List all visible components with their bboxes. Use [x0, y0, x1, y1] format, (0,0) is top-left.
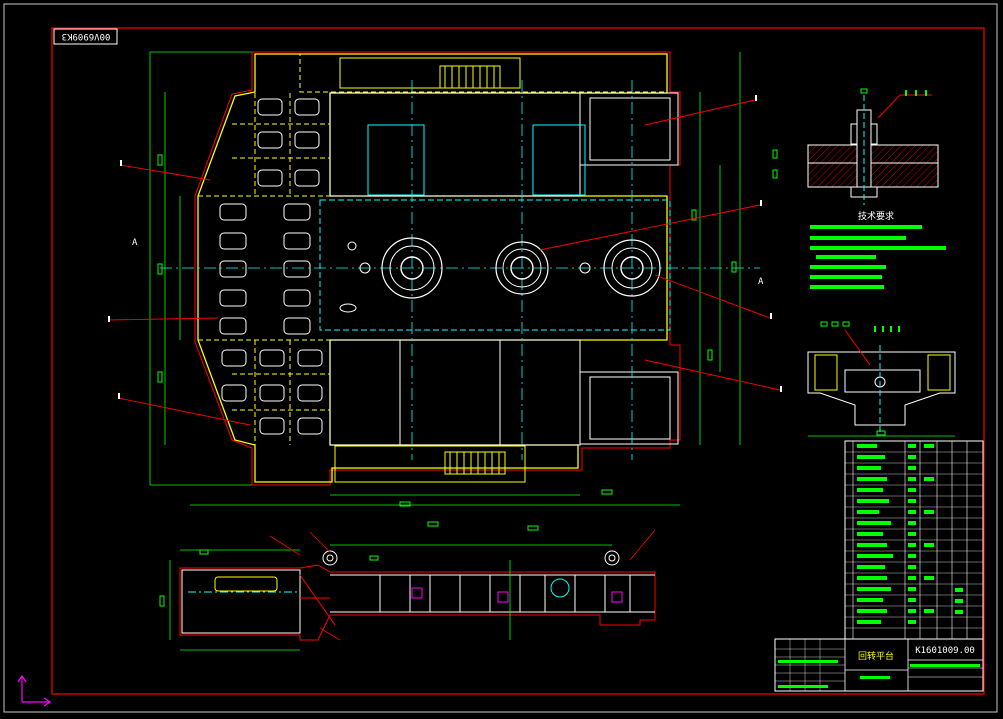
main-plan-view: A A	[107, 51, 782, 507]
drawing-code-text: 00V6909K3	[62, 31, 111, 41]
technical-notes: 技术要求	[810, 210, 946, 289]
drawing-code-box: 00V6909K3	[53, 28, 118, 45]
side-section-detail	[807, 321, 956, 437]
gear-boss-left	[381, 237, 443, 299]
svg-text:A: A	[758, 277, 764, 287]
parts-list-table	[844, 440, 984, 640]
cutout-grid	[219, 98, 323, 435]
drawing-frame	[3, 3, 998, 713]
tech-notes-title: 技术要求	[858, 210, 894, 222]
gear-boss-right	[603, 239, 661, 297]
leader-lines	[107, 99, 781, 426]
part-name-text: 回转平台	[858, 650, 894, 662]
bolt-detail-view	[772, 88, 939, 205]
drawing-number-text: K1601009.00	[915, 646, 975, 656]
bottom-section-view	[159, 521, 656, 651]
gear-boss-center	[495, 241, 549, 295]
svg-text:A: A	[132, 238, 138, 248]
ucs-axis-icon	[17, 674, 52, 707]
title-block: 回转平台 K1601009.00	[774, 638, 984, 692]
